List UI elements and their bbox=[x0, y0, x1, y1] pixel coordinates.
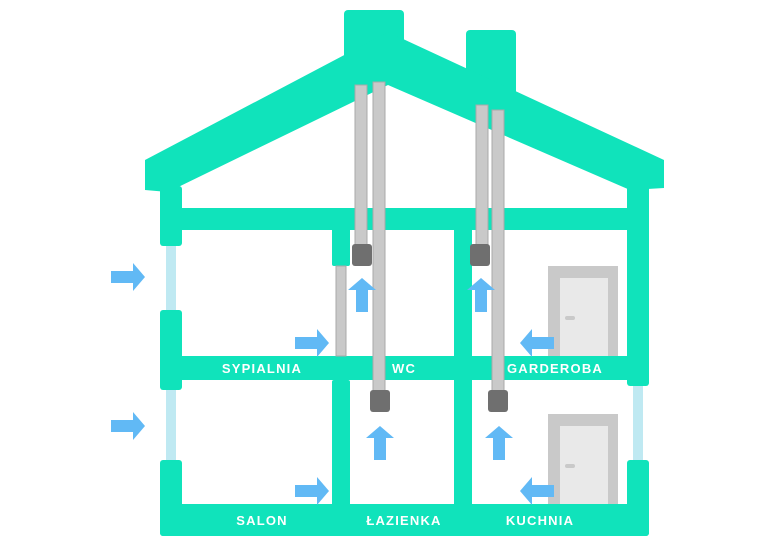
ducts bbox=[335, 81, 505, 393]
arrow-left-icon bbox=[520, 477, 554, 505]
attic-floor bbox=[160, 208, 649, 230]
duct-lazienka bbox=[372, 81, 386, 393]
window-lower-left bbox=[166, 390, 176, 460]
house-structure bbox=[145, 10, 664, 536]
wall-lazienka-left bbox=[332, 380, 350, 510]
ground-floor bbox=[160, 504, 649, 536]
doors bbox=[548, 266, 618, 504]
duct-wc bbox=[354, 84, 368, 246]
wall-lazienka-right bbox=[454, 380, 472, 510]
airflow-arrows bbox=[111, 263, 554, 505]
room-labels: SYPIALNIA WC GARDEROBA SALON ŁAZIENKA KU… bbox=[222, 361, 603, 528]
door-icon bbox=[548, 414, 618, 504]
arrow-up-icon bbox=[366, 426, 394, 460]
exhaust-vent-icon bbox=[470, 244, 490, 266]
wall-wc-right bbox=[454, 208, 472, 388]
room-label-kuchnia: KUCHNIA bbox=[506, 513, 574, 528]
room-label-salon: SALON bbox=[236, 513, 288, 528]
windows bbox=[166, 246, 643, 460]
arrow-up-icon bbox=[485, 426, 513, 460]
arrow-right-icon bbox=[295, 329, 329, 357]
arrow-up-icon bbox=[348, 278, 376, 312]
exhaust-vent-icon bbox=[370, 390, 390, 412]
exhaust-vent-icon bbox=[488, 390, 508, 412]
window-lower-right bbox=[633, 386, 643, 460]
room-label-wc: WC bbox=[392, 361, 416, 376]
arrow-right-icon bbox=[295, 477, 329, 505]
arrow-up-icon bbox=[467, 278, 495, 312]
room-label-sypialnia: SYPIALNIA bbox=[222, 361, 302, 376]
vents bbox=[352, 244, 508, 412]
duct-salon-transfer bbox=[335, 265, 347, 357]
window-upper-left bbox=[166, 246, 176, 310]
room-label-lazienka: ŁAZIENKA bbox=[366, 513, 441, 528]
arrow-right-icon bbox=[111, 263, 145, 291]
duct-garderoba bbox=[475, 104, 489, 246]
door-icon bbox=[548, 266, 618, 356]
duct-kuchnia bbox=[491, 109, 505, 393]
wall-wc-left-upper bbox=[332, 208, 350, 266]
arrow-right-icon bbox=[111, 412, 145, 440]
exhaust-vent-icon bbox=[352, 244, 372, 266]
arrow-left-icon bbox=[520, 329, 554, 357]
roof bbox=[145, 32, 664, 192]
middle-floor bbox=[160, 356, 649, 380]
wall-right-upper bbox=[627, 186, 649, 386]
room-label-garderoba: GARDEROBA bbox=[507, 361, 603, 376]
